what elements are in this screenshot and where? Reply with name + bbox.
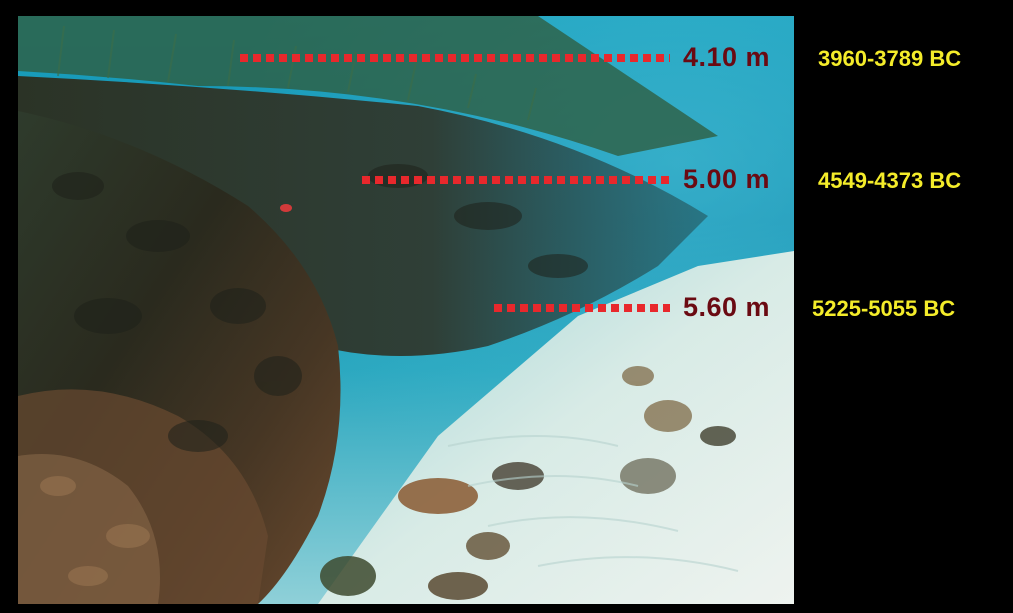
depth-marker-3: 5.60 m	[0, 292, 1013, 322]
depth-label-2: 5.00 m	[683, 164, 771, 194]
depth-label-1: 4.10 m	[683, 42, 771, 72]
dotted-line-1	[240, 54, 670, 62]
dotted-line-3	[494, 304, 670, 312]
date-label-1: 3960-3789 BC	[818, 46, 962, 71]
dotted-line-2	[362, 176, 670, 184]
date-label-2: 4549-4373 BC	[818, 168, 962, 193]
depth-label-3: 5.60 m	[683, 292, 771, 322]
fish-shape	[280, 204, 292, 212]
depth-marker-1: 4.10 m	[0, 42, 1013, 72]
date-label-3: 5225-5055 BC	[812, 296, 956, 321]
depth-marker-2: 5.00 m	[0, 164, 1013, 194]
